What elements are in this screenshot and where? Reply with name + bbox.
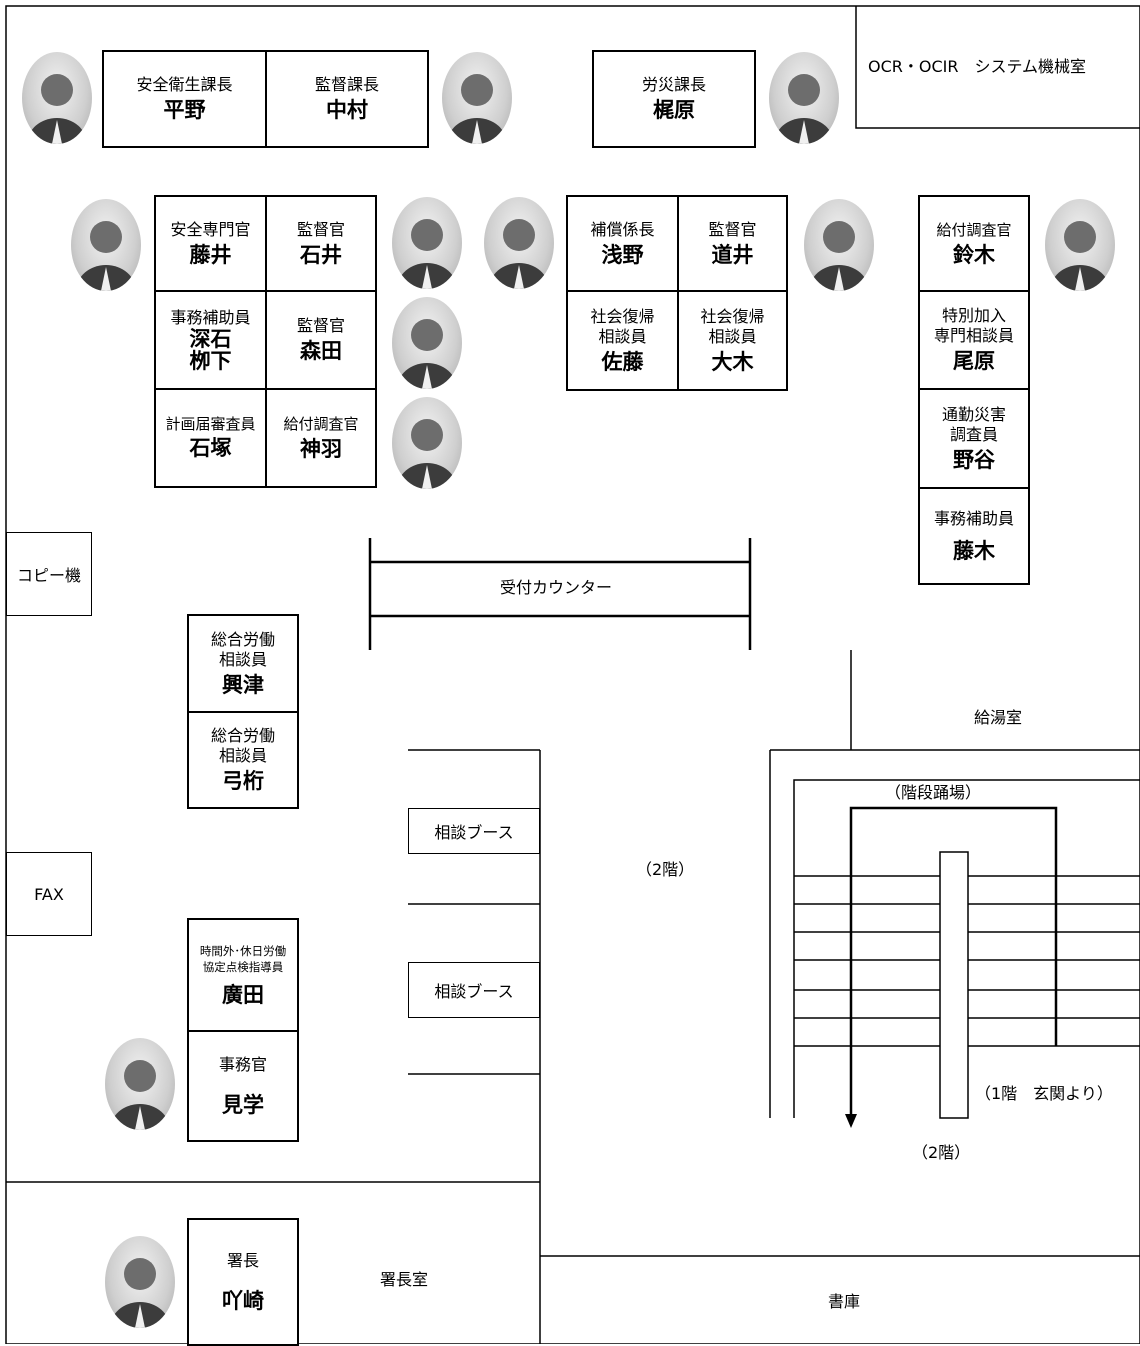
desk-name: 藤井	[189, 242, 232, 267]
desk-name: 見学	[222, 1092, 264, 1117]
person-photo-icon	[484, 197, 554, 289]
desk-name: 大木	[711, 349, 754, 374]
desk-name: 佐藤	[601, 349, 644, 374]
desk-labor-counselor-yumigeta: 総合労働 相談員 弓桁	[187, 711, 299, 809]
kitchen-label: 給湯室	[974, 708, 1023, 727]
desk-role: 監督課長	[314, 75, 379, 94]
desk-inspector-morita: 監督官 森田	[265, 290, 377, 390]
desk-rehab-counselor-sato: 社会復帰 相談員 佐藤	[566, 290, 679, 391]
desk-name: 吖崎	[222, 1288, 264, 1313]
desk-compensation-chief: 労災課長 梶原	[592, 50, 756, 148]
person-photo-icon	[442, 52, 512, 144]
desk-role: 安全衛生課長	[136, 75, 233, 94]
desk-role: 事務官	[218, 1054, 267, 1074]
desk-role: 監督官	[708, 219, 757, 239]
desk-role: 監督官	[296, 219, 345, 239]
reception-counter-label: 受付カウンター	[500, 578, 613, 597]
desk-name: 廣田	[222, 982, 264, 1007]
desk-rehab-counselor-oki: 社会復帰 相談員 大木	[677, 290, 788, 391]
desk-compensation-leader: 補償係長 浅野	[566, 195, 679, 292]
floor-bottom-label: （2階）	[912, 1143, 971, 1162]
desk-role: 安全専門官	[170, 219, 251, 239]
desk-special-enrollment: 特別加入 専門相談員 尾原	[918, 290, 1030, 390]
desk-inspector-ishii: 監督官 石井	[265, 195, 377, 292]
person-photo-icon	[22, 52, 92, 144]
desk-safety-chief: 安全衛生課長 平野	[102, 50, 267, 148]
desk-name: 興津	[222, 672, 264, 697]
desk-role: 補償係長	[590, 219, 655, 239]
person-photo-icon	[1045, 199, 1115, 291]
desk-benefit-investigator-suzuki: 給付調査官 鈴木	[918, 195, 1030, 292]
desk-role: 給付調査官	[283, 415, 359, 433]
desk-role: 総合労働 相談員	[210, 726, 275, 765]
desk-role: 社会復帰 相談員	[700, 306, 765, 346]
floor-center-label: （2階）	[636, 860, 695, 879]
desk-role: 労災課長	[641, 75, 706, 94]
desk-role: 特別加入 専門相談員	[933, 306, 1014, 345]
entrance-label: （1階 玄関より）	[975, 1084, 1113, 1103]
desk-name: 野谷	[953, 447, 995, 472]
desk-role: 署長	[226, 1250, 259, 1270]
landing-label: （階段踊場）	[885, 783, 982, 802]
desk-commute-investigator: 通勤災害 調査員 野谷	[918, 388, 1030, 489]
desk-name: 藤木	[953, 538, 995, 563]
desk-name: 石塚	[189, 435, 232, 460]
desk-director: 署長 吖崎	[187, 1218, 299, 1346]
booth-2: 相談ブース	[408, 962, 540, 1018]
desk-safety-specialist: 安全専門官 藤井	[154, 195, 267, 292]
booth-1: 相談ブース	[408, 808, 540, 854]
desk-name: 浅野	[601, 242, 644, 267]
person-photo-icon	[71, 199, 141, 291]
desk-name: 中村	[326, 98, 368, 122]
person-photo-icon	[392, 397, 462, 489]
desk-labor-counselor-okitsu: 総合労働 相談員 興津	[187, 614, 299, 713]
person-photo-icon	[804, 199, 874, 291]
desk-name: 尾原	[953, 349, 995, 373]
storage-label: 書庫	[828, 1292, 861, 1311]
arrow-down-icon	[845, 1114, 857, 1128]
desk-plan-reviewer: 計画届審査員 石塚	[154, 388, 267, 488]
desk-supervision-chief: 監督課長 中村	[265, 50, 429, 148]
person-photo-icon	[392, 197, 462, 289]
desk-role: 総合労働 相談員	[210, 629, 275, 669]
desk-clerk-assistant: 事務補助員 深石 栁下	[154, 290, 267, 390]
desk-role: 通勤災害 調査員	[941, 404, 1006, 444]
ocr-room-label: OCR・OCIR システム機械室	[868, 57, 1087, 76]
copier-box: コピー機	[6, 532, 92, 616]
desk-overtime-inspector: 時間外･休日労働 協定点検指導員 廣田	[187, 918, 299, 1032]
desk-name: 平野	[163, 98, 206, 122]
desk-role: 計画届審査員	[165, 414, 256, 433]
desk-name: 深石 栁下	[189, 327, 232, 373]
director-room-label: 署長室	[380, 1270, 429, 1289]
desk-inspector-michii: 監督官 道井	[677, 195, 788, 292]
desk-name: 道井	[711, 242, 754, 267]
desk-role: 事務補助員	[933, 508, 1014, 528]
desk-clerk-fujiki: 事務補助員 藤木	[918, 487, 1030, 585]
desk-name: 梶原	[653, 98, 695, 122]
person-photo-icon	[105, 1038, 175, 1130]
desk-role: 時間外･休日労働 協定点検指導員	[199, 943, 287, 974]
desk-role: 給付調査官	[936, 220, 1012, 239]
desk-name: 森田	[300, 339, 342, 363]
person-photo-icon	[392, 297, 462, 389]
person-photo-icon	[105, 1236, 175, 1328]
desk-name: 鈴木	[953, 242, 995, 267]
desk-role: 監督官	[296, 316, 345, 335]
desk-role: 社会復帰 相談員	[590, 306, 655, 346]
desk-benefit-investigator-kamba: 給付調査官 神羽	[265, 388, 377, 488]
desk-name: 石井	[300, 242, 342, 267]
fax-box: FAX	[6, 852, 92, 936]
desk-administrative-officer: 事務官 見学	[187, 1030, 299, 1142]
desk-name: 神羽	[300, 437, 342, 461]
desk-role: 事務補助員	[170, 308, 251, 327]
desk-name: 弓桁	[222, 769, 264, 793]
person-photo-icon	[769, 52, 839, 144]
